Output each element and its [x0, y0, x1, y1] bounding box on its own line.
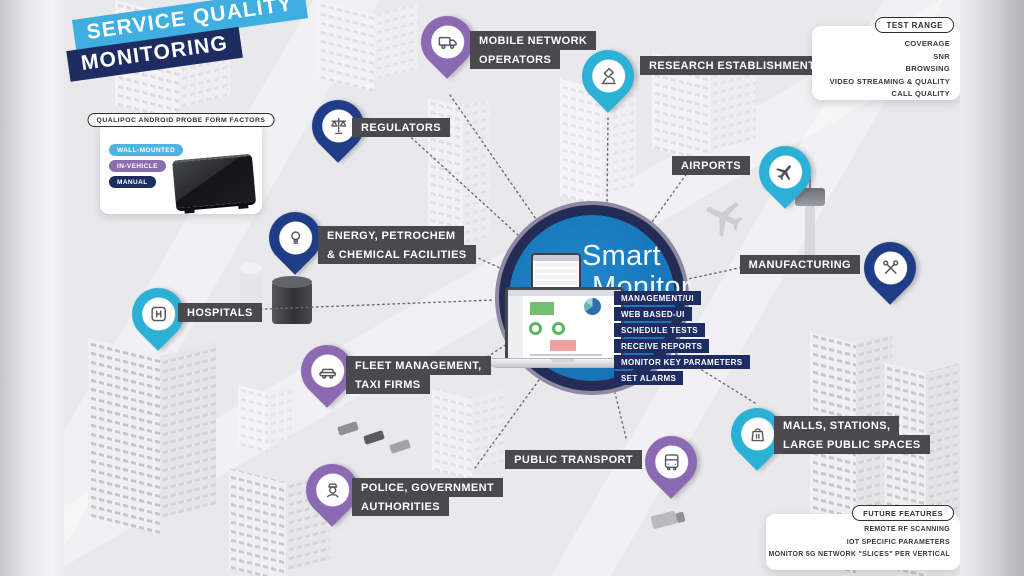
form-factor-wall-mounted: WALL-MOUNTED: [109, 144, 184, 156]
map-pin: [290, 334, 364, 408]
pin-label: ENERGY, PETROCHEM: [318, 226, 465, 245]
form-factor-in-vehicle: IN-VEHICLE: [109, 160, 166, 172]
plane-icon: [768, 155, 802, 189]
airport-control-tower: [795, 176, 825, 264]
map-pin: [853, 231, 927, 305]
map-pin: [121, 277, 195, 351]
test-range-item: CALL QUALITY: [891, 89, 950, 98]
right-blur-edge: [960, 0, 1024, 576]
future-feature-item: IOT SPECIFIC PARAMETERS: [846, 538, 950, 546]
pin-label: TAXI FIRMS: [346, 375, 430, 394]
hub-feature: SET ALARMS: [614, 371, 684, 385]
truck-icon: [430, 25, 464, 59]
map-pin: [410, 5, 484, 79]
plane-silhouette: [706, 202, 743, 237]
hub-title-line1: Smart: [582, 240, 661, 272]
pin-label: LARGE PUBLIC SPACES: [774, 435, 930, 454]
scales-icon: [321, 109, 355, 143]
map-pin: [258, 201, 332, 275]
hub-feature: WEB BASED-UI: [614, 307, 692, 321]
form-factor-manual: MANUAL: [109, 176, 156, 188]
map-pin: [301, 89, 375, 163]
pin-label: RESEARCH ESTABLISHMENTS: [640, 56, 833, 75]
pin-manufacturing: [853, 231, 927, 305]
pin-label: HOSPITALS: [178, 303, 262, 322]
qualipoc-probe-box: QUALIPOC ANDROID PROBE FORM FACTORS WALL…: [87, 113, 275, 214]
map-pin: [748, 135, 822, 209]
map-pin: [295, 453, 369, 527]
pin-public-transport: [634, 425, 708, 499]
pin-research-establishments: [571, 39, 645, 113]
pin-airports: [748, 135, 822, 209]
shopping-bag-icon: [740, 417, 774, 451]
test-range-item: BROWSING: [905, 64, 950, 73]
pin-hospitals: [121, 277, 195, 351]
pin-energy-petrochem: [258, 201, 332, 275]
test-range-item: VIDEO STREAMING & QUALITY: [829, 76, 950, 86]
pin-label: REGULATORS: [352, 118, 450, 137]
hub-feature-list: MANAGEMENT/UI WEB BASED-UI SCHEDULE TEST…: [614, 291, 750, 385]
qualipoc-header: QUALIPOC ANDROID PROBE FORM FACTORS: [87, 113, 275, 127]
map-pin: [571, 39, 645, 113]
future-features-box: FUTURE FEATURES REMOTE RF SCANNING IOT S…: [766, 505, 960, 570]
map-pin: [720, 397, 794, 471]
pin-label: MANUFACTURING: [739, 255, 860, 274]
hub-feature: RECEIVE REPORTS: [614, 339, 710, 353]
lightbulb-icon: [278, 221, 312, 255]
microscope-icon: [591, 59, 625, 93]
hub-feature: MANAGEMENT/UI: [614, 291, 701, 305]
bus-icon: [654, 445, 688, 479]
pin-fleet-management: [290, 334, 364, 408]
test-range-item: SNR: [933, 51, 950, 61]
pin-label: MALLS, STATIONS,: [774, 416, 900, 435]
future-feature-item: REMOTE RF SCANNING: [864, 526, 950, 533]
pin-label: MOBILE NETWORK: [470, 31, 597, 50]
pin-label: AIRPORTS: [671, 156, 750, 175]
police-officer-icon: [315, 473, 349, 507]
tools-icon: [873, 251, 907, 285]
test-range-box: TEST RANGE COVERAGE SNR BROWSING VIDEO S…: [812, 17, 960, 100]
white-silo: [240, 262, 262, 310]
future-feature-item: MONITOR 5G NETWORK "SLICES" PER VERTICAL: [768, 551, 950, 558]
probe-device-image: [172, 153, 256, 214]
car-icon: [310, 354, 344, 388]
pin-label: FLEET MANAGEMENT,: [346, 356, 491, 375]
pin-label: POLICE, GOVERNMENT: [352, 478, 504, 497]
hub-feature: SCHEDULE TESTS: [614, 323, 705, 337]
future-features-header: FUTURE FEATURES: [852, 505, 954, 521]
pin-label: & CHEMICAL FACILITIES: [318, 245, 476, 264]
pin-mobile-network-operators: [410, 5, 484, 79]
hub-feature: MONITOR KEY PARAMETERS: [614, 355, 750, 369]
test-range-item: COVERAGE: [904, 39, 950, 48]
pin-police-government: [295, 453, 369, 527]
pin-regulators: [301, 89, 375, 163]
map-pin: [634, 425, 708, 499]
test-range-header: TEST RANGE: [875, 17, 954, 33]
storage-tank: [272, 276, 312, 324]
pin-label: AUTHORITIES: [352, 497, 449, 516]
laptop-mockup: [505, 287, 624, 363]
pin-label: OPERATORS: [470, 50, 561, 69]
hospital-icon: [141, 297, 175, 331]
pin-malls-stations: [720, 397, 794, 471]
pin-label: PUBLIC TRANSPORT: [505, 450, 642, 469]
left-blur-edge: [0, 0, 64, 576]
